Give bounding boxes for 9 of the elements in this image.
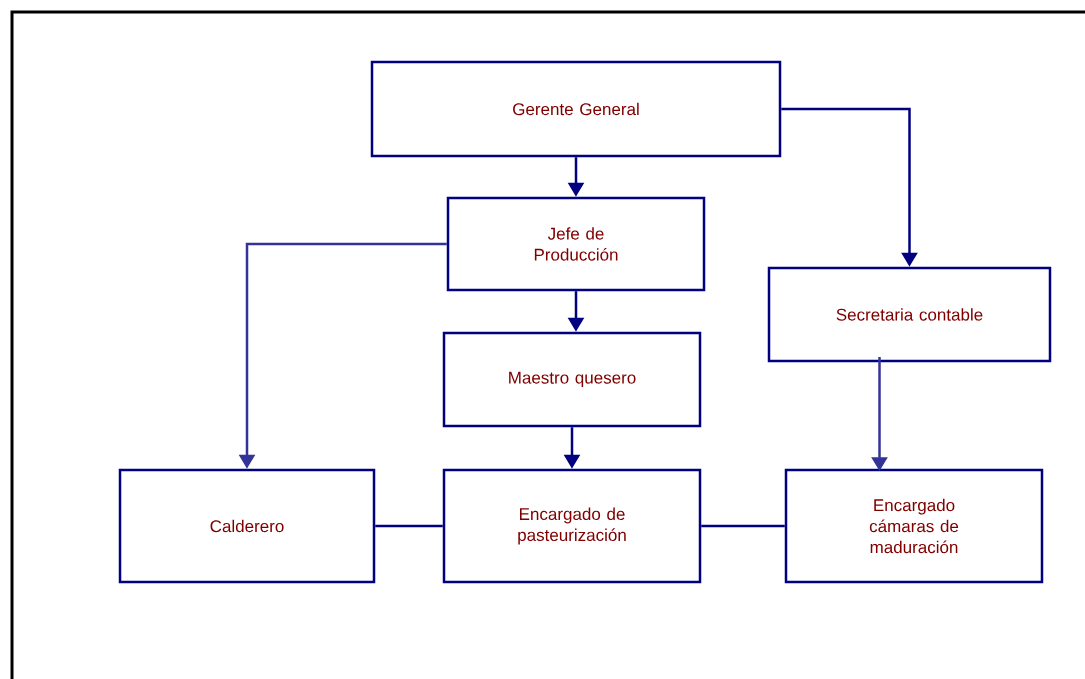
connector <box>375 524 443 528</box>
org-box: Calderero <box>118 468 376 584</box>
org-box: Jefe de Producción <box>446 196 706 292</box>
org-box: Gerente General <box>370 60 782 158</box>
connector <box>701 524 785 528</box>
org-box: Maestro quesero <box>442 331 702 428</box>
org-box: Encargado de pasteurización <box>442 468 702 584</box>
org-box: Secretaria contable <box>767 266 1052 363</box>
org-box: Encargado cámaras de maduración <box>784 468 1044 584</box>
